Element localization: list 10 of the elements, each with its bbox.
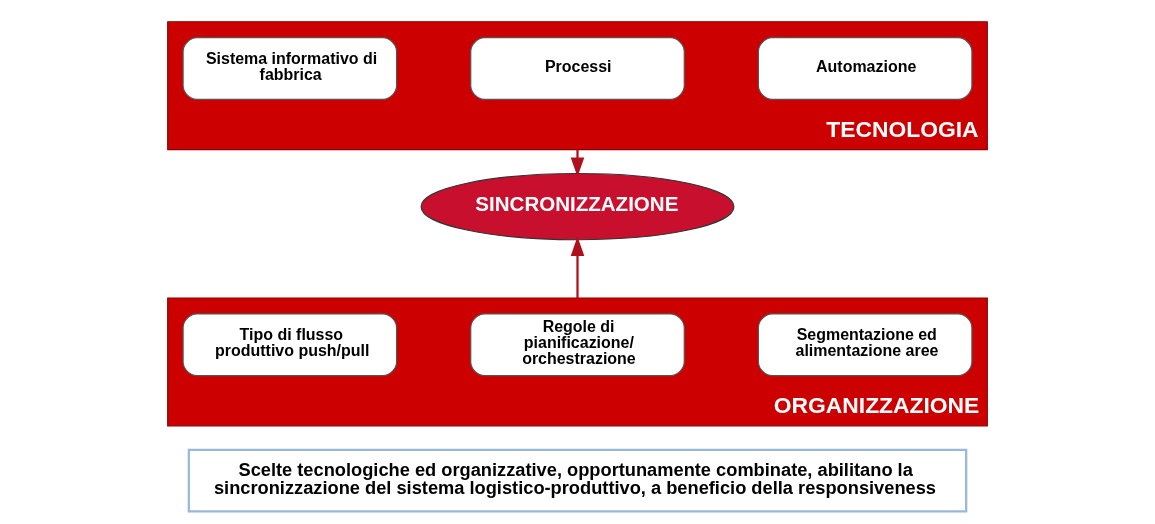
node-box: Scelte tecnologiche ed organizzative, opportunamente combinate, abilitano la sincronizzazione del sistema logistico-produttivo, a beneficio della responsiveness	[187, 448, 968, 513]
node-box: Processi	[470, 37, 685, 100]
node-box: Segmentazione ed alimentazione aree	[757, 313, 973, 377]
node-ellipse: SINCRONIZZAZIONE	[420, 172, 735, 241]
node-box: Tipo di flusso produttivo push/pull	[182, 313, 398, 377]
arrow	[570, 236, 585, 298]
arrow	[570, 149, 585, 177]
node-box: Sistema informativo di fabbrica	[182, 37, 398, 100]
node-box: Automazione	[757, 37, 973, 100]
node-box: Regole di pianificazione/ orchestrazione	[470, 313, 685, 377]
